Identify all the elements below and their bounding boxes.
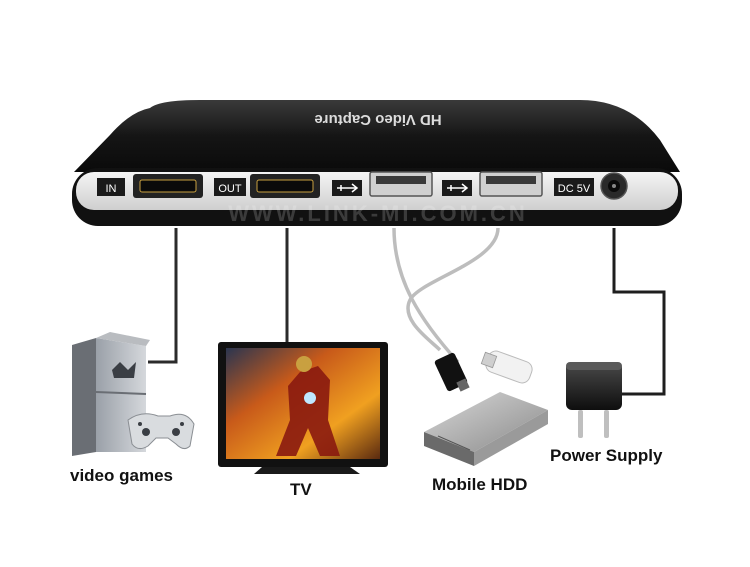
dc-label-box (554, 178, 594, 196)
out-port-label: OUT (218, 183, 242, 195)
video-games-label: video games (70, 466, 173, 485)
watermark: WWW.LINK-MI.COM.CN (228, 201, 528, 226)
power-supply-label: Power Supply (550, 446, 663, 465)
usb-symbol-icon (442, 180, 472, 196)
usb-cable-plug-icon (434, 352, 470, 392)
hdmi-in-port (133, 174, 203, 198)
usb-symbol-icon (332, 180, 362, 196)
in-port-label: IN (106, 183, 117, 195)
usb-cable-1 (392, 227, 460, 364)
usb-port-1 (369, 171, 433, 197)
power-cable (612, 228, 666, 396)
usb-cable-2 (406, 227, 500, 352)
device-title: HD Video Capture (314, 111, 441, 128)
tv-icon (218, 342, 388, 474)
hdmi-in-cable (148, 228, 178, 364)
capture-device: HD Video Capture IN OUT (72, 100, 682, 226)
mobile-hdd-icon (424, 392, 548, 466)
hdmi-out-port (250, 174, 320, 198)
tv-label: TV (290, 480, 312, 499)
dc-port-label: DC 5V (558, 183, 591, 195)
dc-power-jack (600, 172, 628, 200)
game-controller-icon (127, 413, 195, 450)
usb-flash-drive-icon (480, 350, 533, 384)
usb-port-2 (479, 171, 543, 197)
in-label-box (97, 178, 125, 196)
power-adapter-icon (566, 362, 622, 438)
mobile-hdd-label: Mobile HDD (432, 475, 528, 494)
out-label-box (214, 178, 246, 196)
